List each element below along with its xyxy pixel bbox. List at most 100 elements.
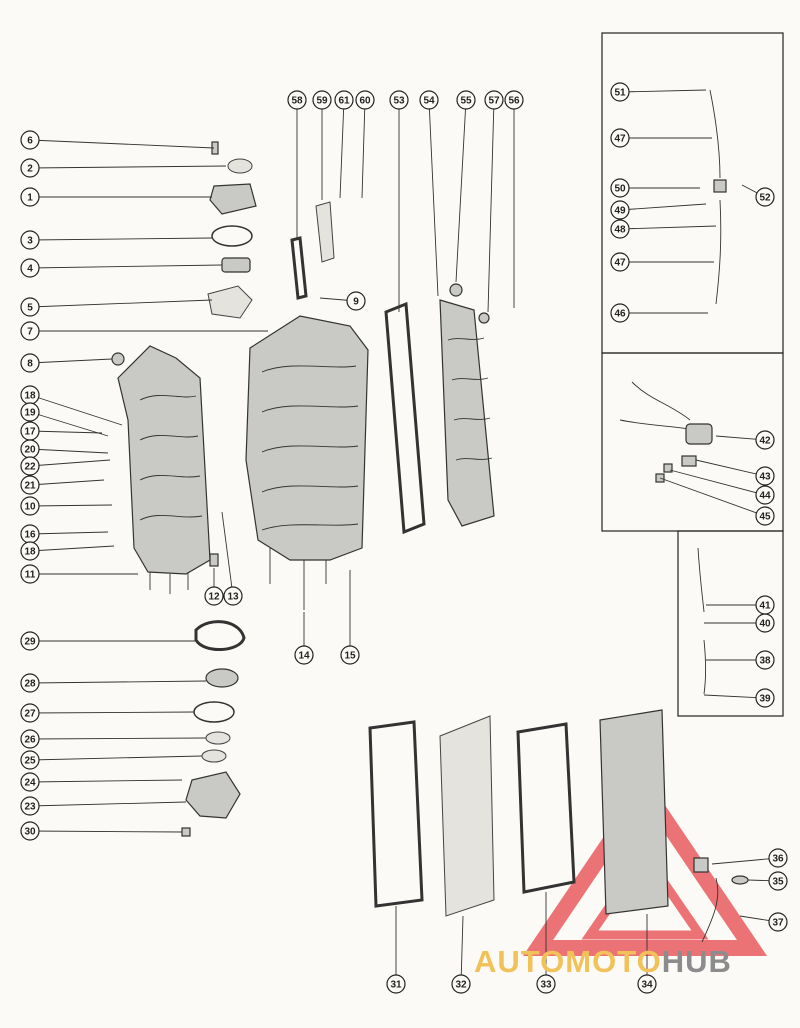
cap-part — [111, 352, 125, 366]
callout-leader-48 — [619, 225, 717, 230]
callout-12: 12 — [204, 568, 224, 606]
bottom-stack-parts — [181, 620, 246, 837]
callout-label-9: 9 — [353, 297, 359, 308]
callout-circle-34 — [637, 974, 657, 994]
callout-label-4: 4 — [27, 264, 33, 275]
callout-leader-43 — [695, 459, 766, 477]
callout-48: 48 — [610, 219, 717, 239]
callout-circle-5 — [20, 297, 40, 317]
callout-38: 38 — [706, 650, 775, 670]
callout-circle-53 — [389, 90, 409, 110]
callout-label-47: 47 — [614, 134, 626, 145]
callout-circle-14 — [294, 645, 314, 665]
callout-circle-30 — [20, 821, 40, 841]
callout-label-10: 10 — [24, 502, 36, 513]
callout-circle-25 — [20, 750, 40, 770]
callout-circle-10 — [20, 496, 40, 516]
callout-41: 41 — [706, 595, 775, 615]
callout-leader-6 — [29, 139, 215, 149]
callout-label-54: 54 — [423, 96, 435, 107]
callout-circle-57 — [484, 90, 504, 110]
callout-label-3: 3 — [27, 236, 33, 247]
callout-label-49: 49 — [614, 206, 626, 217]
callout-circle-45 — [755, 506, 775, 526]
inset-frame-fuel-lines — [601, 32, 784, 354]
callout-circle-44 — [755, 485, 775, 505]
callout-label-18: 18 — [24, 391, 36, 402]
callout-label-51: 51 — [614, 88, 626, 99]
callout-35: 35 — [747, 871, 788, 891]
callout-circle-18b — [20, 541, 40, 561]
callout-label-23: 23 — [24, 802, 36, 813]
callout-39: 39 — [703, 688, 775, 708]
callout-leader-17 — [29, 430, 103, 434]
callout-label-47b: 47 — [614, 258, 626, 269]
callout-label-26: 26 — [24, 735, 36, 746]
callout-label-15: 15 — [344, 651, 356, 662]
callout-40: 40 — [704, 613, 775, 633]
callout-20: 20 — [20, 439, 109, 459]
callout-circle-58 — [287, 90, 307, 110]
callout-circle-47b — [610, 252, 630, 272]
logo-word-hub: HUB — [661, 944, 732, 979]
callout-label-24: 24 — [24, 778, 36, 789]
callout-leader-45 — [659, 477, 766, 517]
callout-circle-3 — [20, 230, 40, 250]
callout-leader-55 — [455, 99, 467, 283]
callout-circle-19 — [20, 402, 40, 422]
callout-label-11: 11 — [25, 570, 36, 581]
callout-23: 23 — [20, 796, 187, 816]
callout-27: 27 — [20, 703, 195, 723]
callout-43: 43 — [695, 459, 775, 486]
callout-46: 46 — [610, 303, 708, 323]
callout-circle-52 — [755, 187, 775, 207]
callout-label-60: 60 — [359, 96, 371, 107]
callout-circle-12 — [204, 586, 224, 606]
callout-45: 45 — [659, 477, 775, 526]
callout-circle-56 — [504, 90, 524, 110]
callout-label-48: 48 — [614, 225, 626, 236]
callout-52: 52 — [741, 184, 775, 207]
callout-18b: 18 — [20, 541, 115, 561]
callout-label-46: 46 — [614, 309, 626, 320]
callout-leader-20 — [29, 448, 109, 454]
callout-53: 53 — [389, 90, 409, 312]
callout-50: 50 — [610, 178, 700, 198]
inset-fuel-line-parts — [709, 89, 727, 305]
callout-leader-27 — [29, 711, 195, 714]
callout-leader-51 — [619, 89, 707, 93]
callout-55: 55 — [455, 90, 476, 283]
callout-label-44: 44 — [759, 491, 771, 502]
callout-13: 13 — [221, 511, 243, 606]
bearing-part — [221, 257, 251, 273]
callout-label-31: 31 — [390, 980, 402, 991]
callout-61: 61 — [334, 90, 354, 199]
callout-14: 14 — [294, 612, 314, 665]
callout-leader-22 — [29, 459, 111, 467]
callout-label-42: 42 — [759, 436, 771, 447]
callout-circle-33 — [536, 974, 556, 994]
callout-9: 9 — [319, 291, 366, 311]
callout-label-13: 13 — [227, 592, 239, 603]
callout-25: 25 — [20, 750, 203, 770]
callout-circle-15 — [340, 645, 360, 665]
callout-circle-55 — [456, 90, 476, 110]
callout-31: 31 — [386, 906, 406, 994]
callout-circle-26 — [20, 729, 40, 749]
callout-label-6: 6 — [27, 136, 33, 147]
callout-11: 11 — [20, 564, 138, 584]
callout-label-55: 55 — [460, 96, 472, 107]
callout-label-20: 20 — [24, 445, 36, 456]
callout-18: 18 — [20, 385, 123, 426]
callout-circle-48 — [610, 219, 630, 239]
callout-circle-49 — [610, 200, 630, 220]
callout-label-50: 50 — [614, 184, 626, 195]
callout-circle-38 — [755, 650, 775, 670]
callout-44: 44 — [669, 469, 775, 505]
seal-part — [227, 158, 253, 174]
callout-label-7: 7 — [27, 327, 33, 338]
callout-54: 54 — [419, 90, 439, 297]
callout-60: 60 — [355, 90, 375, 199]
callout-label-38: 38 — [759, 656, 771, 667]
